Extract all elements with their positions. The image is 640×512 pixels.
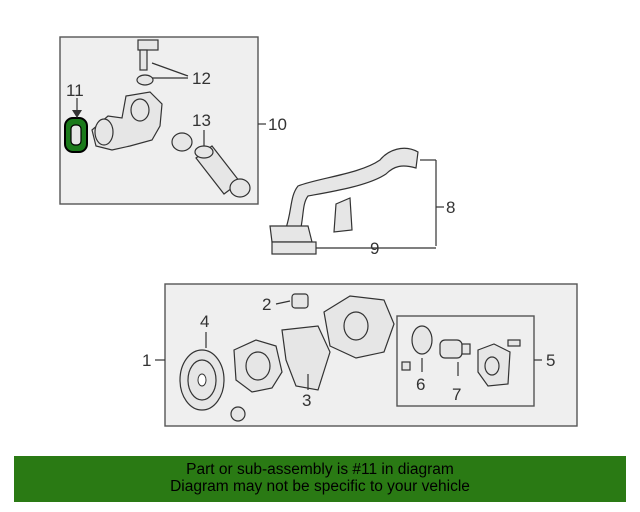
callout-5: 5 <box>546 351 555 370</box>
coolant-pipe-group: 8 9 <box>269 147 455 258</box>
part-4-pulley <box>179 349 246 422</box>
callout-1: 1 <box>142 351 151 370</box>
callout-6: 6 <box>416 375 425 394</box>
callout-2: 2 <box>262 295 271 314</box>
part-6-seal <box>401 325 433 371</box>
callout-3: 3 <box>302 391 311 410</box>
part-13-hose <box>194 145 251 198</box>
part-7-thermostat <box>439 339 471 359</box>
banner-line-2: Diagram may not be specific to your vehi… <box>170 478 470 495</box>
callout-11: 11 <box>66 81 84 100</box>
thermostat-housing <box>91 91 193 152</box>
part-2-gasket <box>291 293 309 309</box>
parts-diagram: 10 11 12 13 <box>59 36 578 427</box>
callout-13: 13 <box>192 111 211 130</box>
assembly-10-group: 10 11 12 13 <box>59 36 287 205</box>
banner-line-1: Part or sub-assembly is #11 in diagram <box>186 461 454 478</box>
assembly-1-group: 1 4 3 2 5 6 <box>142 283 578 427</box>
part-12-bolt <box>136 39 159 86</box>
callout-4: 4 <box>200 312 209 331</box>
callout-8: 8 <box>446 198 455 217</box>
part-11-gasket[interactable] <box>64 117 88 153</box>
callout-10: 10 <box>268 115 287 134</box>
callout-12: 12 <box>192 69 211 88</box>
thermostat-cover <box>477 339 521 387</box>
callout-7: 7 <box>452 385 461 404</box>
callout-9: 9 <box>370 239 379 258</box>
info-banner: Part or sub-assembly is #11 in diagram D… <box>14 456 626 502</box>
water-pump-body <box>233 325 331 393</box>
